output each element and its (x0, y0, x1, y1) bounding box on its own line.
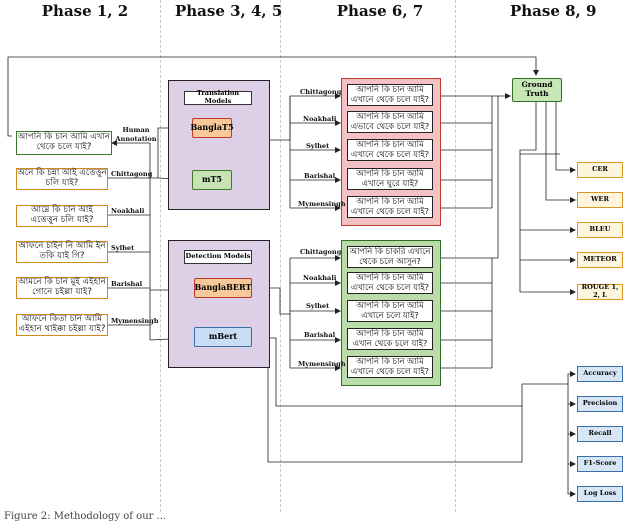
dialect-input-box: অনে কি চন্না আই এত্তেত্তুন চলি যাই? (16, 168, 108, 190)
translation-output-box: আপনি কি চান আমি এখানে থেকে চলে যাই? (347, 84, 433, 106)
metric-precision: Precision (577, 396, 623, 412)
phase-separator (160, 0, 161, 512)
dialect-label: Barishal (111, 280, 143, 288)
translation-output-box: আপনি কি চান আমি এখানে ঘুরে যাই? (347, 168, 433, 190)
detection-output-box: আপনি কি চাকরি এখানে থেকে চলে আসুন? (347, 246, 433, 268)
phase-separator (455, 0, 456, 512)
dialect-input-box: আফনে কিতা চান আমি এইহান থাইক্কা চইল্লা য… (16, 314, 108, 336)
ground-truth-box: Ground Truth (512, 78, 562, 102)
detection-models-title: Detection Models (184, 250, 252, 264)
phase-heading: Phase 6, 7 (336, 2, 424, 20)
dialect-label: Mymensingh (298, 200, 346, 208)
dialect-label: Mymensingh (298, 360, 346, 368)
banglat5-model: BanglaT5 (190, 118, 234, 138)
dialect-label: Noakhali (111, 207, 145, 215)
translation-output-box: আপনি কি চান আমি এখানে থেকে চলে যাই? (347, 139, 433, 161)
dialect-label: Chittagong (300, 248, 342, 256)
metric-f1-score: F1-Score (577, 456, 623, 472)
dialect-input-box: আম্নে কি চান আই এত্তেত্তুন চলি যাই? (16, 205, 108, 227)
metric-rouge: ROUGE 1, 2, L (577, 284, 623, 300)
phase-heading: Phase 8, 9 (510, 2, 597, 20)
metric-recall: Recall (577, 426, 623, 442)
dialect-label: Noakhali (303, 274, 337, 282)
metric-log-loss: Log Loss (577, 486, 623, 502)
dialect-input-box: আমনে কি চান মুই এইহান গোনে চইল্লা যাই? (16, 277, 108, 299)
detection-output-box: আপনি কি চান আমি এখানে থেকে চলে যাই? (347, 272, 433, 294)
phase-separator (280, 0, 281, 512)
figure-caption: Figure 2: Methodology of our ... (4, 511, 167, 522)
dialect-label: Noakhali (303, 115, 337, 123)
dialect-input-box: আফনে চাইন নি আমি ইন তকি যাই গি? (16, 241, 108, 263)
banglabert-model: BanglaBERT (194, 278, 252, 298)
standard-bangla-input: আপনি কি চান আমি এখান থেকে চলে যাই? (16, 131, 112, 155)
dialect-label: Sylhet (111, 244, 135, 252)
translation-output-box: আপনি কি চান আমি এখানে থেকে চলে যাই? (347, 196, 433, 218)
phase-heading: Phase 1, 2 (41, 2, 129, 20)
dialect-label: Barishal (304, 172, 336, 180)
dialect-label: Sylhet (306, 302, 330, 310)
dialect-label: Sylhet (306, 142, 330, 150)
dialect-label: Chittagong (300, 88, 342, 96)
detection-output-box: আপনি কি চান আমি এখানে থেকে চলে যাই? (347, 356, 433, 378)
detection-output-box: আপনি কি চান আমি এখান থেকে চলে যাই? (347, 328, 433, 350)
translation-models-title: Translation Models (184, 90, 252, 105)
dialect-label: Barishal (304, 331, 336, 339)
human-annotation-label: Human Annotation (115, 126, 157, 143)
metric-wer: WER (577, 192, 623, 208)
metric-cer: CER (577, 162, 623, 178)
metric-accuracy: Accuracy (577, 366, 623, 382)
mbert-model: mBert (194, 327, 252, 347)
detection-output-box: আপনি কি চান আমি এখানে চলে যাই? (347, 300, 433, 322)
metric-meteor: METEOR (577, 252, 623, 268)
mt5-model: mT5 (192, 170, 232, 190)
dialect-label: Mymensingh (111, 317, 159, 325)
dialect-label: Chittagong (111, 170, 153, 178)
phase-heading: Phase 3, 4, 5 (175, 2, 283, 20)
metric-bleu: BLEU (577, 222, 623, 238)
translation-output-box: আপনি কি চান আমি এভাবে থেকে চলে যাই? (347, 111, 433, 133)
